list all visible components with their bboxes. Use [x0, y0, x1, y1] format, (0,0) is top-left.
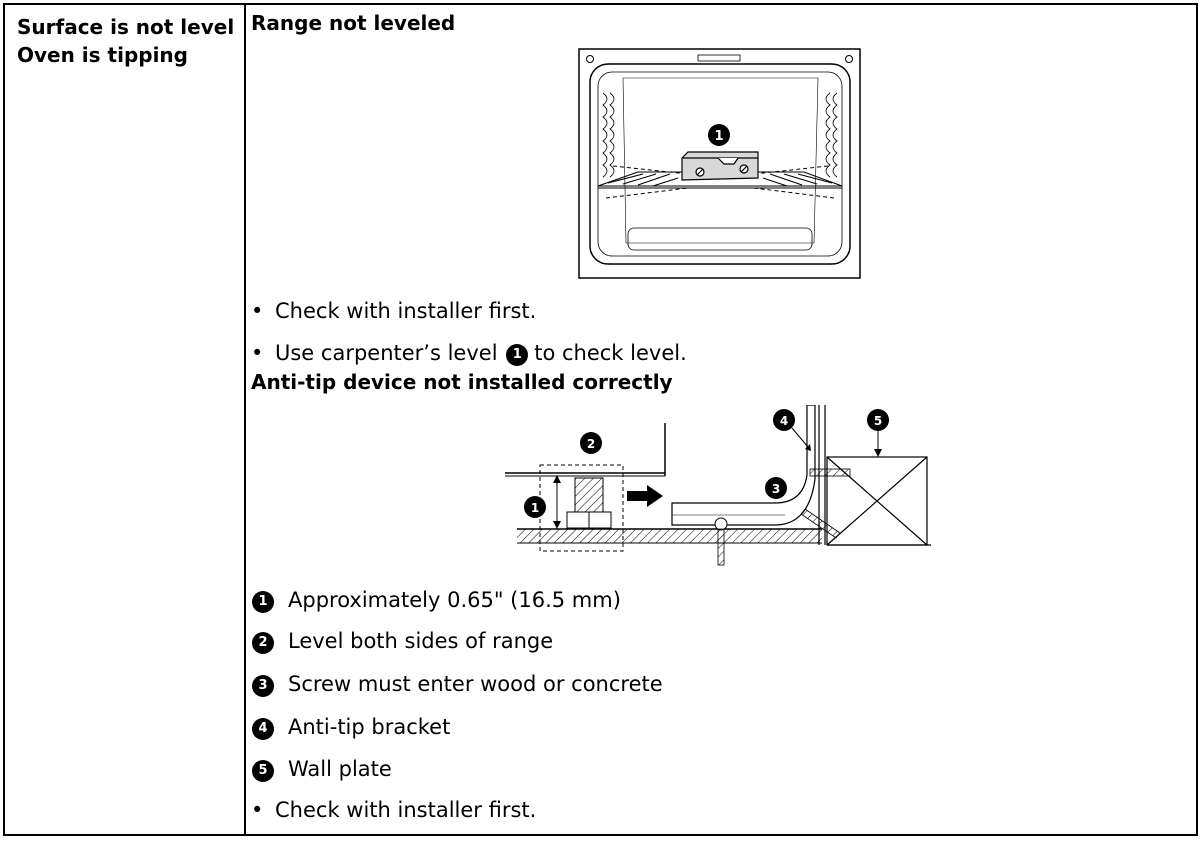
section-heading-range-not-leveled: Range not leveled [251, 11, 456, 35]
left-rack-supports-icon [602, 92, 615, 178]
leveling-leg-icon [566, 477, 612, 529]
callout-1-marker [708, 124, 730, 146]
list-item-approx-height: 1 Approximately 0.65" (16.5 mm) [252, 586, 621, 614]
list-item-level-both-sides: 2 Level both sides of range [252, 627, 553, 655]
item-text: Wall plate [288, 757, 392, 781]
figure-callout-1: 1 [531, 501, 539, 515]
item-text: Approximately 0.65" (16.5 mm) [288, 588, 621, 612]
item-text: Anti-tip bracket [288, 715, 451, 739]
marker-2: 2 [252, 632, 274, 654]
bullet-check-installer-final: •Check with installer first. [251, 798, 537, 822]
bullet-text-before: Use carpenter’s level [275, 341, 498, 365]
figure-callout-4: 4 [780, 414, 788, 428]
problem-line-1: Surface is not level [17, 15, 235, 39]
bullet-text: Check with installer first. [275, 299, 537, 323]
marker-5: 5 [252, 760, 274, 782]
carpenters-level-icon [681, 151, 759, 181]
bullet-check-installer: •Check with installer first. [251, 299, 537, 323]
oven-level-illustration: 1 [578, 48, 861, 279]
troubleshooting-table: Surface is not level Oven is tipping [3, 3, 1198, 836]
push-direction-arrow-icon [627, 485, 663, 507]
bullet-text-after: to check level. [534, 341, 687, 365]
section-heading-anti-tip: Anti-tip device not installed correctly [251, 370, 673, 394]
callout-1-label: 1 [714, 129, 723, 144]
problem-cell: Surface is not level Oven is tipping [17, 13, 234, 69]
list-item-anti-tip-bracket: 4 Anti-tip bracket [252, 713, 450, 741]
figure-callout-5: 5 [874, 414, 882, 428]
oven-rack-icon [597, 165, 843, 199]
wall-plate-icon [826, 456, 928, 546]
item-text: Level both sides of range [288, 629, 554, 653]
marker-3: 3 [252, 675, 274, 697]
list-item-wall-plate: 5 Wall plate [252, 755, 392, 783]
right-rack-supports-icon [825, 92, 838, 178]
marker-1: 1 [252, 591, 274, 613]
bullet-text: Check with installer first. [275, 798, 537, 822]
anti-tip-illustration: 1 2 3 4 5 [505, 405, 931, 566]
figure-callout-3: 3 [772, 482, 780, 496]
problem-line-2: Oven is tipping [17, 43, 188, 67]
marker-1: 1 [506, 344, 529, 366]
figure-callout-2: 2 [587, 437, 595, 451]
anti-tip-bracket-icon [671, 405, 816, 526]
item-text: Screw must enter wood or concrete [288, 672, 663, 696]
list-item-screw: 3 Screw must enter wood or concrete [252, 670, 663, 698]
marker-4: 4 [252, 718, 274, 740]
column-divider [244, 5, 246, 834]
